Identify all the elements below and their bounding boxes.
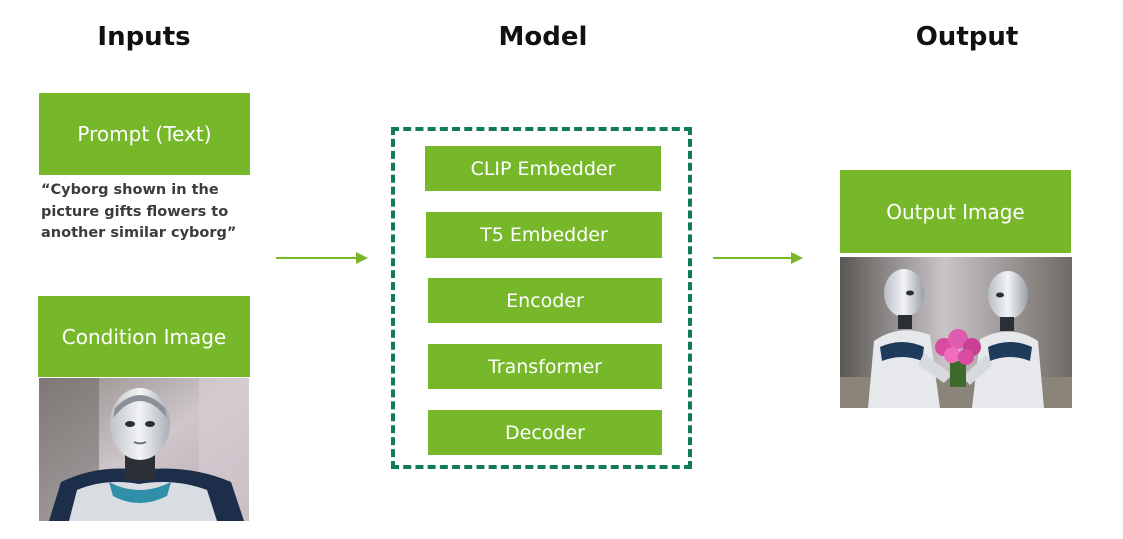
encoder-block: Encoder (428, 278, 662, 323)
inputs-heading: Inputs (97, 22, 191, 52)
prompt-quote: “Cyborg shown in the picture gifts flowe… (41, 180, 261, 245)
model-heading: Model (498, 22, 588, 52)
arrow-model-to-output (713, 252, 803, 264)
model-step-label: Transformer (487, 355, 602, 378)
clip-embedder-block: CLIP Embedder (425, 146, 661, 191)
model-step-label: T5 Embedder (480, 224, 608, 246)
model-step-label: Encoder (506, 289, 584, 312)
output-image-box: Output Image (840, 170, 1071, 253)
condition-image-box: Condition Image (38, 296, 250, 377)
condition-image (39, 378, 249, 521)
prompt-quote-line: another similar cyborg” (41, 225, 237, 241)
output-heading: Output (915, 22, 1019, 52)
condition-image-label: Condition Image (61, 324, 227, 349)
transformer-block: Transformer (428, 344, 662, 389)
prompt-quote-line: “Cyborg shown in the (41, 182, 219, 198)
prompt-text-box: Prompt (Text) (39, 93, 250, 175)
model-step-label: Decoder (505, 421, 585, 444)
prompt-quote-line: picture gifts flowers to (41, 203, 229, 220)
decoder-block: Decoder (428, 410, 662, 455)
arrow-inputs-to-model (276, 252, 368, 264)
output-image-label: Output Image (886, 199, 1025, 224)
output-image (840, 257, 1072, 408)
t5-embedder-block: T5 Embedder (426, 212, 662, 258)
model-dashed-frame (391, 127, 692, 469)
prompt-text-label: Prompt (Text) (77, 122, 212, 146)
model-step-label: CLIP Embedder (470, 157, 616, 180)
